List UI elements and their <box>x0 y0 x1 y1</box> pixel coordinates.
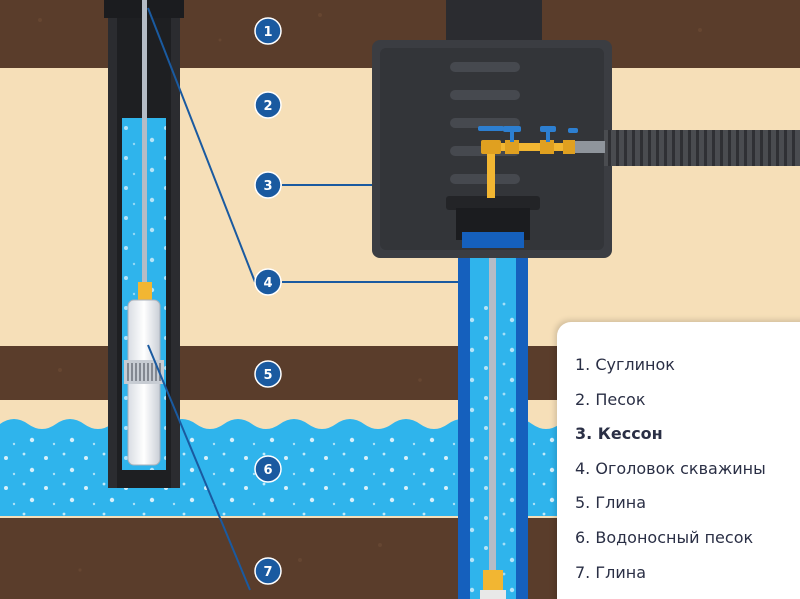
svg-text:6: 6 <box>263 463 272 478</box>
legend-item-6: 6. Водоносный песок <box>575 527 754 547</box>
svg-text:2: 2 <box>263 99 272 114</box>
caisson-well <box>372 0 800 599</box>
legend-list: 1. Суглинок 2. Песок 3. Кессон 4. Оголов… <box>557 322 800 590</box>
svg-text:7: 7 <box>263 565 272 580</box>
svg-text:3: 3 <box>263 179 272 194</box>
submersible-pump-icon <box>124 299 164 466</box>
legend-item-7: 7. Глина <box>575 562 646 582</box>
caisson-neck <box>446 0 542 44</box>
drop-pipe <box>489 212 496 582</box>
svg-text:5: 5 <box>263 368 272 383</box>
wellhead <box>446 196 540 248</box>
valve-icon <box>478 126 578 142</box>
badge-1: 1 <box>254 17 282 45</box>
legend-panel: 1. Суглинок 2. Песок 3. Кессон 4. Оголов… <box>557 322 800 599</box>
badge-4: 4 <box>254 268 282 296</box>
badges: 1 2 3 4 5 6 7 <box>254 17 282 585</box>
legend-item-5: 5. Глина <box>575 493 646 513</box>
svg-text:1: 1 <box>263 25 272 40</box>
legend-item-4: 4. Оголовок скважины <box>575 458 766 478</box>
badge-2: 2 <box>254 91 282 119</box>
badge-6: 6 <box>254 455 282 483</box>
left-borehole <box>104 0 184 488</box>
badge-7: 7 <box>254 557 282 585</box>
legend-item-2: 2. Песок <box>575 389 646 409</box>
legend-item-3: 3. Кессон <box>575 424 663 444</box>
pump-cable <box>142 0 147 290</box>
badge-5: 5 <box>254 360 282 388</box>
legend-item-1: 1. Суглинок <box>575 355 675 374</box>
svg-text:4: 4 <box>263 276 272 291</box>
outgoing-pipe <box>604 130 800 166</box>
soil-texture <box>38 13 702 572</box>
leader-lines <box>147 7 458 591</box>
plumbing <box>478 126 578 198</box>
badge-3: 3 <box>254 171 282 199</box>
